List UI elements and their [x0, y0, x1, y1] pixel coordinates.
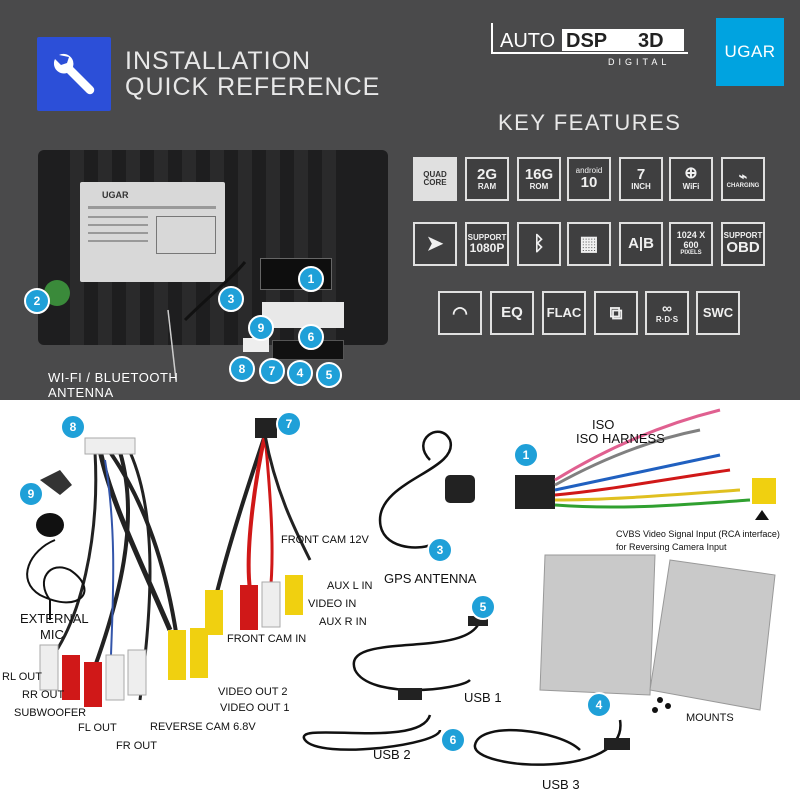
- iso-harness-label-1: ISO: [592, 417, 615, 432]
- feature-mirror-link: ⧉: [594, 291, 638, 335]
- rr-out-label: RR OUT: [22, 689, 65, 701]
- video-out-1-label: VIDEO OUT 1: [220, 702, 290, 714]
- ugar-logo: UGAR: [716, 18, 784, 86]
- fl-out-label: FL OUT: [78, 722, 117, 734]
- component-badge-1: 1: [513, 442, 539, 468]
- video-in-label: VIDEO IN: [308, 598, 357, 610]
- unit-badge-1: 1: [298, 266, 324, 292]
- key-features-title: KEY FEATURES: [498, 110, 682, 135]
- brand-auto: AUTO: [500, 30, 555, 52]
- page-title-line2: QUICK REFERENCE: [125, 73, 381, 101]
- feature-video: ▦: [567, 222, 611, 266]
- video-out-2-label: VIDEO OUT 2: [218, 686, 288, 698]
- feature-swc: SWC: [696, 291, 740, 335]
- reverse-cam-label: REVERSE CAM 6.8V: [150, 721, 256, 733]
- charging-icon: ⌁: [738, 167, 748, 184]
- brand-dsp: DSP: [566, 30, 607, 52]
- wifi-icon: ◠: [452, 302, 468, 323]
- unit-badge-3: 3: [218, 286, 244, 312]
- usb-ports-block: [262, 302, 344, 328]
- front-cam-in-label: FRONT CAM IN: [227, 633, 307, 645]
- mirror-link-icon: ⧉: [609, 302, 623, 323]
- cvbs-label-2: for Reversing Camera Input: [616, 542, 727, 552]
- unit-badge-6: 6: [298, 324, 324, 350]
- autodsp-logo: AUTO DSP 3D DIGITAL: [488, 19, 693, 67]
- mounts-label: MOUNTS: [686, 712, 734, 724]
- fr-out-label: FR OUT: [116, 740, 157, 752]
- gps-antenna-label: GPS ANTENNA: [384, 571, 477, 586]
- front-cam-12v-label: FRONT CAM 12V: [281, 534, 369, 546]
- unit-badge-4: 4: [287, 360, 313, 386]
- unit-badge-9: 9: [248, 315, 274, 341]
- rds-icon: ∞: [662, 300, 672, 317]
- unit-badge-7: 7: [259, 358, 285, 384]
- aux-l-in-label: AUX L IN: [327, 580, 373, 592]
- aux-r-in-label: AUX R IN: [319, 616, 367, 628]
- film-icon: ▦: [579, 232, 599, 255]
- feature-bluetooth: ᛒ: [517, 222, 561, 266]
- iso-harness-label: ISO HARNESS: [576, 431, 665, 446]
- wiring-label-sticker: UGAR: [80, 182, 225, 282]
- feature-flac: FLAC: [542, 291, 586, 335]
- components-illustration: [26, 408, 776, 766]
- external-mic-label-1: EXTERNAL: [20, 611, 89, 626]
- mic-port: [243, 338, 269, 352]
- feature-rds: ∞R·D·S: [645, 291, 689, 335]
- subwoofer-label: SUBWOOFER: [14, 707, 87, 719]
- feature-wifi: ⊕WiFi: [669, 157, 713, 201]
- brand-3d: 3D: [638, 30, 664, 52]
- component-badge-4: 4: [586, 692, 612, 718]
- component-badge-3: 3: [427, 537, 453, 563]
- rl-out-label: RL OUT: [2, 671, 42, 683]
- feature-wifi-signal: ◠: [438, 291, 482, 335]
- feature-navigation: ➤: [413, 222, 457, 266]
- brand-digital: DIGITAL: [608, 57, 670, 67]
- usb2-label: USB 2: [373, 747, 411, 762]
- component-badge-8: 8: [60, 414, 86, 440]
- unit-badge-5: 5: [316, 362, 342, 388]
- component-badge-5: 5: [470, 594, 496, 620]
- feature-charging: ⌁CHARGING: [721, 157, 765, 201]
- feature-eq: EQ: [490, 291, 534, 335]
- globe-icon: ⊕: [684, 165, 698, 183]
- component-badge-9: 9: [18, 481, 44, 507]
- navigation-icon: ➤: [426, 232, 444, 255]
- unit-badge-2: 2: [24, 288, 50, 314]
- component-badge-7: 7: [276, 411, 302, 437]
- unit-badge-8: 8: [229, 356, 255, 382]
- page-title-line1: INSTALLATION: [125, 47, 312, 75]
- feature-ab-split: A|B: [619, 222, 663, 266]
- cvbs-label-1: CVBS Video Signal Input (RCA interface): [616, 529, 780, 539]
- wifi-bluetooth-antenna-label: WI-FI / BLUETOOTH ANTENNA: [48, 370, 179, 400]
- usb3-label: USB 3: [542, 777, 580, 792]
- external-mic-label-2: MIC: [40, 627, 64, 642]
- bluetooth-icon: ᛒ: [533, 232, 545, 255]
- wrench-icon: [37, 37, 111, 111]
- usb1-label: USB 1: [464, 690, 502, 705]
- component-badge-6: 6: [440, 727, 466, 753]
